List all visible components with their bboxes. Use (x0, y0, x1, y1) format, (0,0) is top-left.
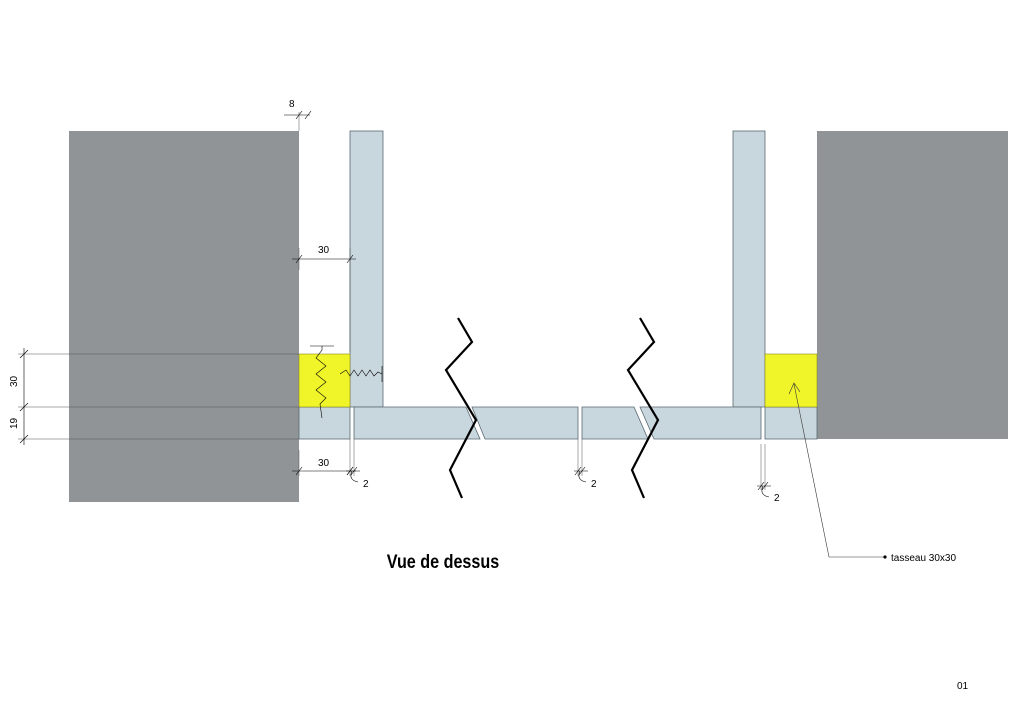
right-cleat (764, 353, 818, 408)
page-number: 01 (957, 681, 969, 692)
right-wall (817, 131, 1008, 439)
callout-dot (883, 555, 887, 559)
dim-text-board-thickness: 19 (9, 417, 20, 429)
dim-tick (19, 402, 29, 412)
dim-text-lower-width: 30 (318, 458, 330, 469)
joint-mark-left (346, 466, 360, 483)
right-vertical-panel (732, 130, 766, 408)
bottom-board-segment-2 (471, 406, 579, 440)
dim-text-cleat-height: 30 (9, 375, 20, 387)
bottom-board-right-end (764, 406, 818, 440)
dim-text-joint-middle: 2 (591, 479, 597, 490)
bottom-board-segment-1 (353, 406, 481, 440)
dim-tick (19, 434, 29, 444)
bottom-board-segment-3 (581, 406, 649, 440)
dim-tick (295, 110, 303, 120)
dim-tick (304, 110, 312, 120)
dim-tick (295, 254, 303, 264)
dim-text-gap-top: 8 (289, 99, 295, 110)
callout-leader (788, 382, 884, 558)
dim-tick (346, 254, 354, 264)
joint-mark-middle (574, 466, 588, 483)
dim-tick (295, 466, 303, 476)
joint-mark-right (757, 481, 771, 498)
extension-lines (18, 112, 766, 490)
break-line-right (626, 317, 660, 499)
screw-horizontal (339, 369, 383, 377)
drawing-title: Vue de dessus (387, 551, 500, 573)
dim-text-joint-left: 2 (363, 479, 369, 490)
bottom-board-left-end (298, 406, 351, 440)
bottom-board-segment-4 (639, 406, 762, 440)
break-line-left (444, 317, 478, 499)
left-wall (69, 131, 299, 502)
left-vertical-panel (349, 130, 384, 408)
dim-text-upper-width: 30 (318, 245, 330, 256)
dim-text-joint-right: 2 (774, 493, 780, 504)
callout-label: tasseau 30x30 (891, 553, 956, 564)
screw-vertical (315, 346, 327, 419)
dim-tick (19, 349, 29, 359)
